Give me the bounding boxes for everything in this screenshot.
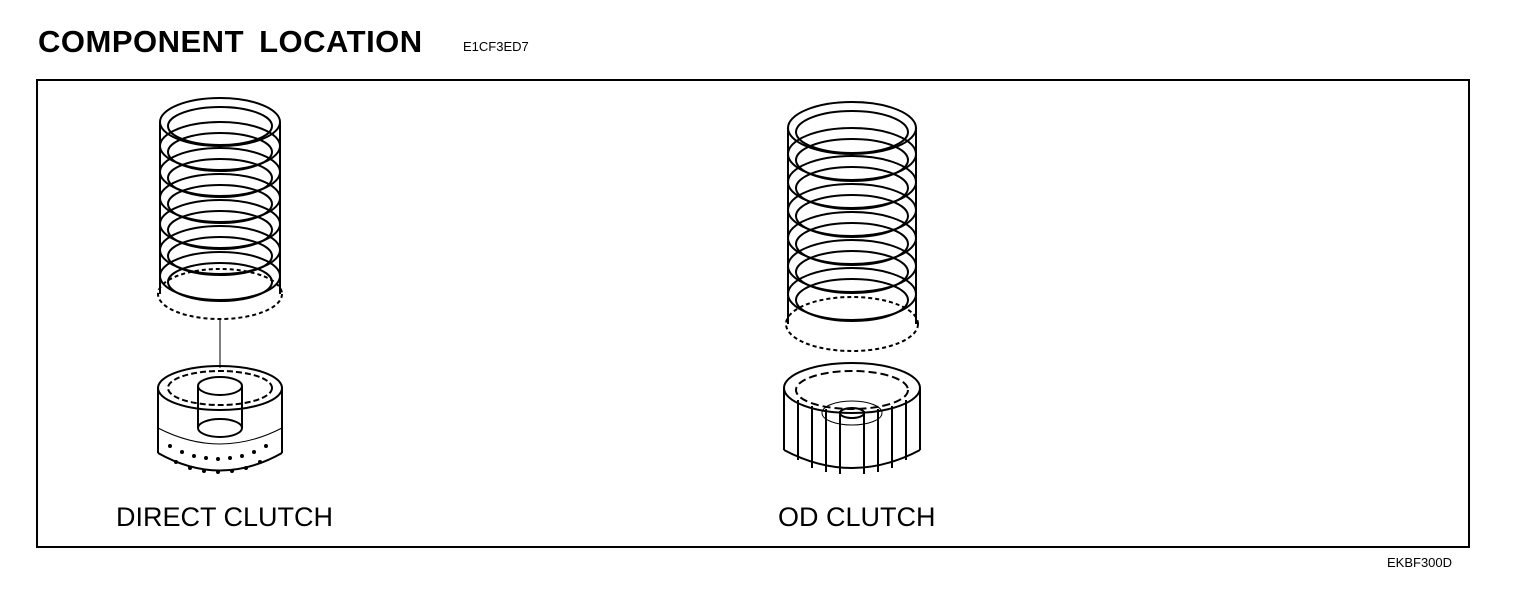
od-clutch-label: OD CLUTCH	[778, 502, 936, 532]
direct-clutch-label: DIRECT CLUTCH	[116, 502, 334, 532]
page-title: COMPONENT LOCATION	[38, 24, 423, 59]
od-clutch-illustration	[783, 101, 921, 474]
figure-frame	[36, 79, 1470, 548]
section-code: E1CF3ED7	[463, 39, 529, 54]
figure-code: EKBF300D	[1387, 555, 1453, 570]
direct-clutch-illustration	[157, 97, 283, 474]
